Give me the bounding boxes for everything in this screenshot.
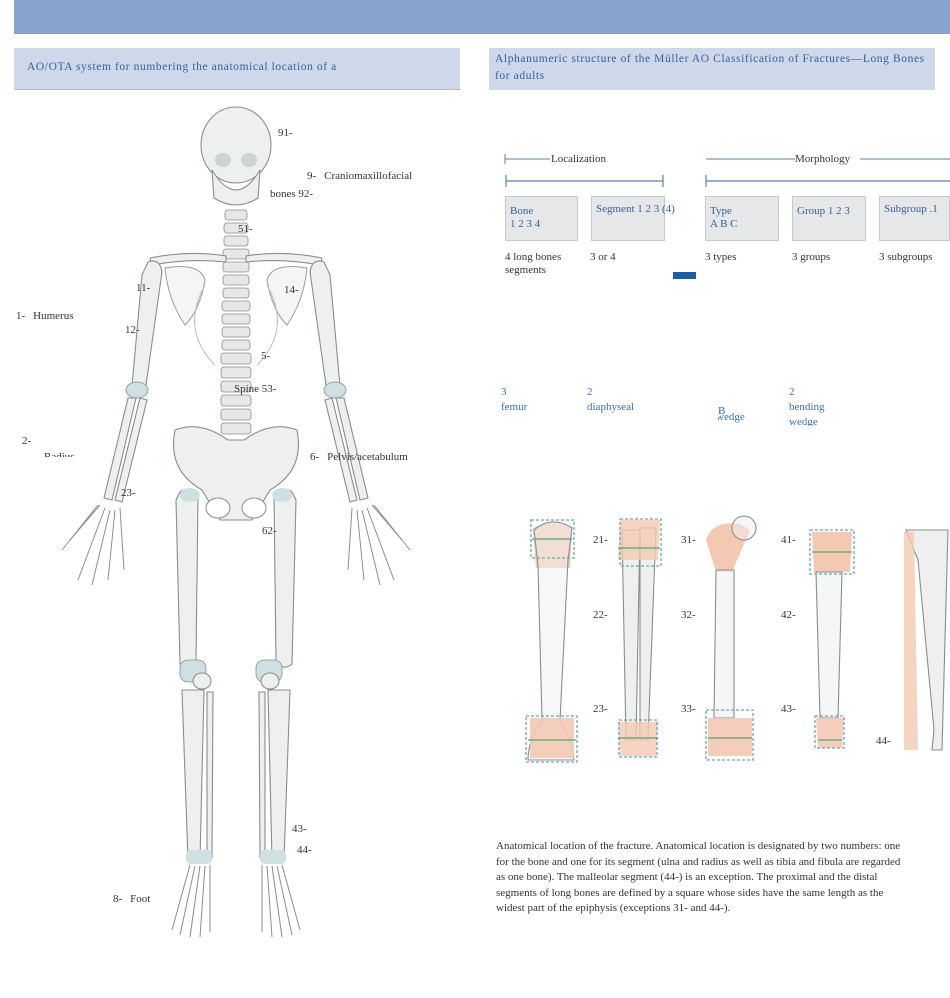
example-group-name: bending wedge xyxy=(789,401,825,426)
bone-label-33: 33- xyxy=(681,703,696,715)
example-bone-number: 3 xyxy=(501,386,507,398)
example-type-name: wedge xyxy=(718,411,745,423)
example-bone: 3 femur xyxy=(501,385,561,417)
bone-label-21: 21- xyxy=(593,534,608,546)
label-1-number: 1- xyxy=(16,310,26,322)
bone-label-42: 42- xyxy=(781,609,796,621)
label-2-number: 2- xyxy=(22,435,32,447)
label-43: 43- xyxy=(292,823,307,835)
bone-label-32: 32- xyxy=(681,609,696,621)
label-14: 14- xyxy=(284,284,299,293)
example-group: 2 bending wedge xyxy=(789,385,849,426)
bone-label-44: 44- xyxy=(876,735,891,747)
bone-label-23: 23- xyxy=(593,703,608,715)
example-type-letter: B xyxy=(718,405,726,417)
header-subgroup: Subgroup .1 xyxy=(879,196,950,241)
header-bone-numbers: 1 2 3 4 xyxy=(510,218,541,230)
label-1-name: Humerus xyxy=(33,310,74,322)
bone-label-22: 22- xyxy=(593,609,608,621)
header-type-letters: A B C xyxy=(710,218,738,230)
label-foot: 8- Foot xyxy=(113,893,150,905)
label-62: 62- xyxy=(262,525,277,537)
marker-bar xyxy=(673,272,696,279)
example-segment-name: diaphyseal xyxy=(587,401,635,413)
label-11: 11- xyxy=(136,282,151,294)
top-banner xyxy=(14,0,950,34)
label-8-number: 8- xyxy=(113,893,123,905)
label-6-number: 6- xyxy=(310,451,320,463)
subtext-group: 3 groups xyxy=(792,251,831,263)
bone-label-31: 31- xyxy=(681,534,696,546)
example-group-number: 2 xyxy=(789,386,795,398)
label-pelvis: 6- Pelvis/acetabulum xyxy=(310,451,408,463)
bone-label-41: 41- xyxy=(781,534,796,546)
subtext-type: 3 types xyxy=(705,251,737,263)
caption-paragraph: Anatomical location of the fracture. Ana… xyxy=(496,840,901,914)
subtext-subgroup: 3 subgroups xyxy=(879,251,933,263)
right-panel-title: Alphanumeric structure of the Müller AO … xyxy=(489,48,935,90)
header-type-title: Type xyxy=(710,205,732,217)
label-44: 44- xyxy=(297,844,312,856)
label-23: 23- xyxy=(121,487,136,499)
morphology-label: Morphology xyxy=(795,153,850,165)
header-segment: Segment 1 2 3 (4) xyxy=(591,196,675,241)
header-bone-title: Bone xyxy=(510,205,534,217)
label-radius: Radius xyxy=(44,451,75,457)
label-91: 91- xyxy=(278,127,293,139)
subtext-bone: 4 long bones segments xyxy=(505,251,562,276)
label-51: 51- xyxy=(238,223,253,235)
label-9-number: 9- xyxy=(307,170,317,182)
header-group: Group 1 2 3 xyxy=(792,196,866,241)
label-humerus: 1- Humerus xyxy=(16,310,74,322)
label-8-name: Foot xyxy=(130,893,151,905)
left-panel-title-text: AO/OTA system for numbering the anatomic… xyxy=(27,61,337,73)
localization-label: Localization xyxy=(551,153,606,165)
label-9-name: Craniomaxillofacial xyxy=(324,170,413,182)
example-segment-number: 2 xyxy=(587,386,593,398)
right-panel-title-text: Alphanumeric structure of the Müller AO … xyxy=(495,53,925,82)
label-5: 5- xyxy=(261,350,271,362)
label-spine: Spine 53- xyxy=(234,383,277,395)
bone-label-43: 43- xyxy=(781,703,796,715)
example-segment: 2 diaphyseal xyxy=(587,385,647,426)
example-type: B wedge xyxy=(718,404,778,426)
header-type: Type A B C xyxy=(705,196,779,241)
label-92: bones 92- xyxy=(270,188,314,198)
label-12: 12- xyxy=(125,324,140,336)
left-panel-title: AO/OTA system for numbering the anatomic… xyxy=(14,48,460,90)
header-bone: Bone 1 2 3 4 xyxy=(505,196,578,241)
example-bone-name: femur xyxy=(501,401,528,413)
subtext-segment: 3 or 4 xyxy=(590,251,616,263)
label-9: 9- Craniomaxillofacial xyxy=(307,170,412,182)
label-6-name: Pelvis/acetabulum xyxy=(327,451,408,463)
